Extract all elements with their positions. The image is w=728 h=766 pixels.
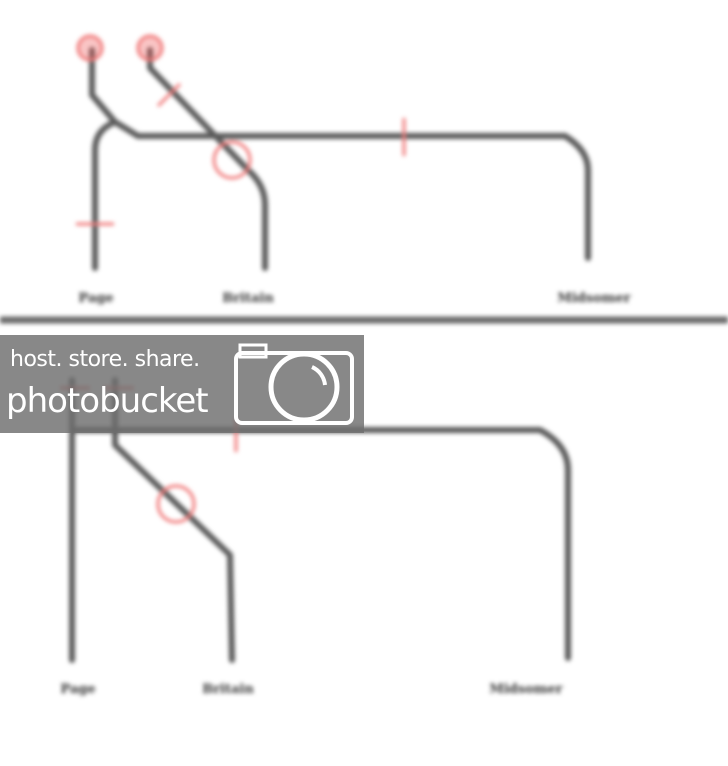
label-britain-bottom: Britain bbox=[202, 682, 254, 697]
label-page-top: Page bbox=[78, 291, 113, 306]
watermark-brand: photobucket bbox=[6, 381, 209, 421]
junction-ring-top bbox=[212, 140, 252, 180]
track-left-down-top bbox=[92, 119, 118, 271]
track-diagonal-top bbox=[147, 47, 268, 271]
photobucket-watermark: host. store. share. photobucket bbox=[0, 335, 364, 433]
marker-top-diag bbox=[156, 82, 182, 108]
label-midsomer-bottom: Midsomer bbox=[489, 682, 562, 697]
watermark-tagline: host. store. share. bbox=[10, 347, 200, 372]
label-page-bottom: Page bbox=[60, 682, 95, 697]
junction-ring-bottom bbox=[156, 484, 196, 524]
track-horizontal-bottom bbox=[69, 427, 571, 661]
track-left-top bbox=[89, 47, 591, 261]
label-midsomer-top: Midsomer bbox=[557, 291, 630, 306]
top-panel bbox=[76, 34, 591, 271]
camera-icon bbox=[234, 343, 354, 425]
label-britain-top: Britain bbox=[222, 291, 274, 306]
signal-top-left bbox=[76, 34, 104, 62]
signal-top-mid bbox=[136, 34, 164, 62]
